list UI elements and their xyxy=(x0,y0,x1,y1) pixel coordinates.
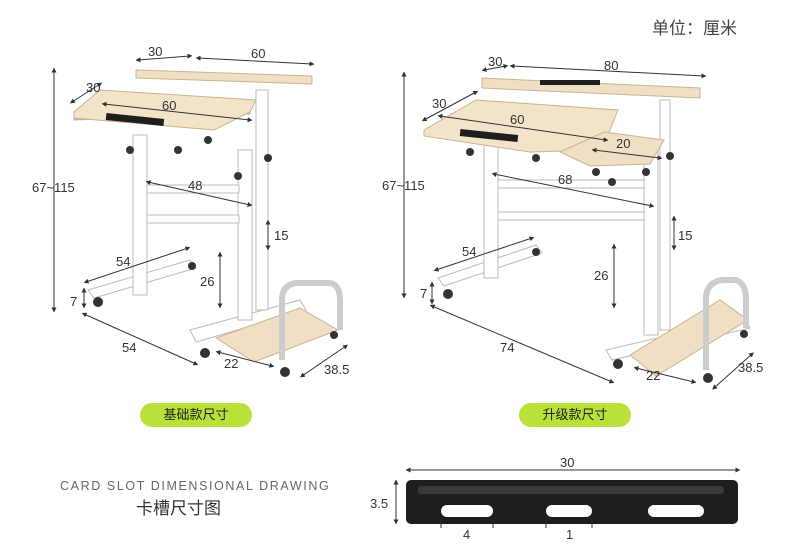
card-slot-height: 3.5 xyxy=(370,496,389,511)
upgrade-dim-frame-width: 68 xyxy=(558,172,573,187)
basic-dimension-lines xyxy=(51,53,349,378)
upgrade-dim-height: 67~115 xyxy=(382,178,425,193)
basic-dim-height: 67~115 xyxy=(32,180,75,195)
basic-dim-base: 54 xyxy=(116,254,131,269)
upgrade-dim-shelf-depth: 22 xyxy=(646,368,661,383)
basic-dim-gap: 15 xyxy=(274,228,289,243)
basic-desk-illustration xyxy=(72,69,343,377)
basic-dim-shelf-depth: 22 xyxy=(224,356,239,371)
card-slot-title-cn: 卡槽尺寸图 xyxy=(136,499,221,518)
basic-dim-side-width: 60 xyxy=(162,98,177,113)
card-slot-dimension-lines xyxy=(393,467,741,528)
upgrade-dim-wheel: 7 xyxy=(420,286,428,301)
upgrade-dim-gap: 15 xyxy=(678,228,693,243)
upgrade-dim-base-bottom: 74 xyxy=(500,340,515,355)
basic-badge: 基础款尺寸 xyxy=(140,403,252,427)
card-slot-title-en: CARD SLOT DIMENSIONAL DRAWING xyxy=(60,479,331,493)
basic-dim-side-depth: 30 xyxy=(86,80,101,95)
upgrade-dim-leg: 26 xyxy=(594,268,609,283)
card-slot-illustration xyxy=(406,480,738,524)
upgrade-dim-shelf-width: 38.5 xyxy=(738,360,764,375)
upgrade-dim-side-width: 60 xyxy=(510,112,525,127)
upgrade-dim-top-depth: 30 xyxy=(488,54,503,69)
basic-dim-leg: 26 xyxy=(200,274,215,289)
basic-dim-wheel: 7 xyxy=(70,294,78,309)
upgrade-dim-side-depth: 30 xyxy=(432,96,447,111)
basic-dim-frame-width: 48 xyxy=(188,178,203,193)
basic-dim-top-depth: 30 xyxy=(148,44,163,59)
upgrade-dim-base: 54 xyxy=(462,244,477,259)
upgrade-dim-top-width: 80 xyxy=(604,58,619,73)
basic-dim-base-bottom: 54 xyxy=(122,340,137,355)
basic-dim-shelf-width: 38.5 xyxy=(324,362,350,377)
unit-label: 单位：厘米 xyxy=(652,19,737,38)
upgrade-dim-ext: 20 xyxy=(616,136,631,151)
upgrade-desk-illustration xyxy=(423,77,751,383)
upgrade-badge: 升级款尺寸 xyxy=(519,403,631,427)
card-slot-width: 30 xyxy=(560,455,575,470)
upgrade-dimension-lines xyxy=(401,63,754,390)
card-slot-slot-size: 4 xyxy=(463,527,471,542)
card-slot-gap: 1 xyxy=(566,527,574,542)
basic-dim-top-width: 60 xyxy=(251,46,266,61)
